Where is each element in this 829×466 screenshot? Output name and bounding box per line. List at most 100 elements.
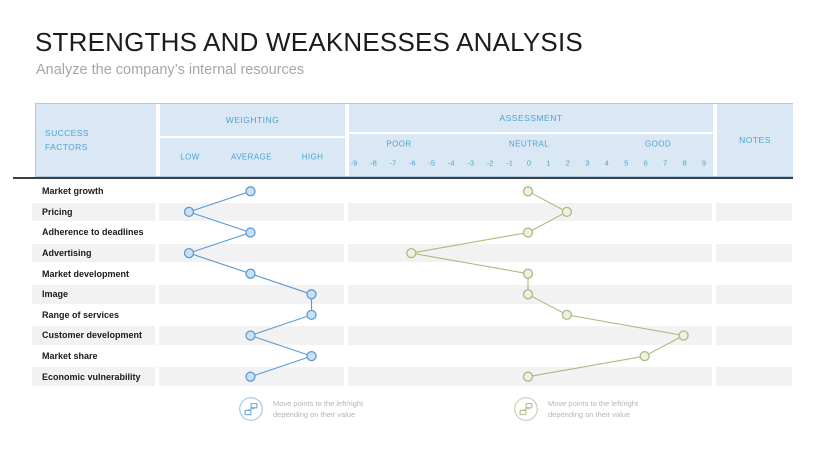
factor-label: Image: [42, 289, 69, 300]
legend-left-text: Move points to the left/right depending …: [273, 399, 363, 421]
weighting-point[interactable]: [245, 268, 256, 279]
legend-right-line1: Move points to the left/right: [548, 399, 639, 408]
assessment-cell: [348, 202, 712, 222]
weighting-point[interactable]: [183, 247, 195, 259]
weighting-cell: [159, 202, 344, 222]
scale-tick-label: 3: [585, 158, 590, 168]
weighting-point[interactable]: [245, 330, 256, 341]
table-row: Market development: [35, 263, 793, 284]
move-points-icon: [514, 397, 538, 421]
factor-label: Range of services: [42, 309, 120, 320]
table-row: Market share: [35, 346, 793, 367]
weighting-point[interactable]: [245, 186, 256, 197]
scale-tick-label: 5: [624, 158, 629, 168]
scale-tick-label: 6: [643, 158, 648, 168]
factor-cell: Market growth: [32, 182, 155, 201]
page-title: STRENGTHS AND WEAKNESSES ANALYSIS: [35, 27, 583, 57]
scale-tick-label: 2: [565, 158, 570, 168]
header-success-factors-label: SUCCESS FACTORS: [45, 127, 89, 152]
factor-label: Market share: [42, 351, 98, 362]
assessment-band-label: NEUTRAL: [508, 139, 550, 149]
factor-label: Customer development: [42, 330, 143, 341]
weighting-level-label: HIGH: [301, 152, 324, 161]
factor-cell: Market development: [32, 264, 155, 283]
table-row: Adherence to deadlines: [35, 222, 793, 243]
weighting-point[interactable]: [306, 350, 317, 362]
legend-right-text: Move points to the left/right depending …: [548, 399, 638, 421]
legend-left-line1: Move points to the left/right: [273, 399, 364, 408]
scale-tick-label: 8: [682, 158, 687, 168]
header-notes: NOTES: [717, 104, 793, 176]
assessment-point[interactable]: [678, 330, 689, 341]
assessment-point[interactable]: [561, 206, 573, 218]
scale-tick-label: 4: [604, 158, 609, 168]
move-points-icon: [239, 397, 263, 421]
assessment-point[interactable]: [522, 227, 534, 238]
scale-tick-label: -5: [428, 158, 436, 168]
assessment-point[interactable]: [639, 350, 650, 362]
factor-cell: Pricing: [32, 202, 155, 222]
assessment-point[interactable]: [406, 247, 417, 259]
table-row: Range of services: [35, 305, 793, 326]
weighting-point[interactable]: [306, 289, 317, 300]
legend-right: Move points to the left/right depending …: [513, 396, 638, 422]
notes-cell[interactable]: [716, 326, 792, 345]
assessment-point[interactable]: [522, 268, 534, 279]
scale-tick-label: 1: [546, 158, 551, 168]
factor-label: Adherence to deadlines: [42, 227, 144, 238]
assessment-point[interactable]: [561, 309, 573, 321]
scale-tick-label: -7: [389, 158, 397, 168]
header-weighting-label: WEIGHTING: [160, 104, 345, 138]
weighting-point[interactable]: [183, 206, 195, 218]
notes-cell[interactable]: [716, 202, 792, 222]
factor-cell: Customer development: [32, 326, 155, 345]
factor-cell: Economic vulnerability: [32, 367, 155, 386]
legend-right-line2: depending on their value: [548, 409, 631, 419]
factor-cell: Market share: [32, 347, 155, 366]
factor-label: Market growth: [42, 186, 104, 197]
notes-cell[interactable]: [716, 284, 792, 304]
scale-tick-label: 0: [526, 158, 532, 168]
factor-label: Market development: [42, 268, 130, 279]
assessment-band-label: GOOD: [644, 139, 672, 149]
scale-tick-label: -3: [467, 158, 474, 168]
scale-tick-label: 9: [701, 158, 707, 168]
notes-cell[interactable]: [716, 367, 792, 386]
factor-cell: Range of services: [32, 306, 155, 325]
factor-cell: Advertising: [32, 243, 155, 263]
weighting-point-line: [187, 190, 314, 378]
weighting-point[interactable]: [245, 371, 256, 382]
notes-cell[interactable]: [716, 243, 792, 263]
factor-label: Advertising: [42, 248, 92, 259]
legend-left-line2: depending on their value: [273, 409, 356, 419]
table-row: Pricing: [32, 202, 793, 223]
assessment-point[interactable]: [522, 289, 534, 300]
assessment-point-line: [411, 190, 686, 378]
data-points-overlay: [183, 186, 689, 382]
scale-tick-label: -6: [408, 158, 416, 168]
header-success-factors: SUCCESS FACTORS: [36, 104, 156, 176]
weighting-point[interactable]: [306, 309, 317, 321]
assessment-cell: [348, 326, 712, 345]
scale-tick-label: -9: [350, 158, 358, 168]
scale-tick-label: -4: [447, 158, 455, 168]
scale-tick-label: 7: [663, 158, 668, 168]
weighting-cell: [159, 243, 344, 263]
weighting-point[interactable]: [245, 227, 256, 238]
factor-label: Economic vulnerability: [42, 371, 141, 382]
weighting-level-label: AVERAGE: [231, 152, 272, 161]
header-underline: [13, 176, 793, 179]
legend-left: Move points to the left/right depending …: [238, 396, 363, 422]
assessment-point[interactable]: [522, 186, 534, 197]
scale-tick-label: -8: [370, 158, 377, 168]
assessment-point[interactable]: [522, 371, 534, 382]
scale-tick-label: -1: [506, 158, 513, 168]
